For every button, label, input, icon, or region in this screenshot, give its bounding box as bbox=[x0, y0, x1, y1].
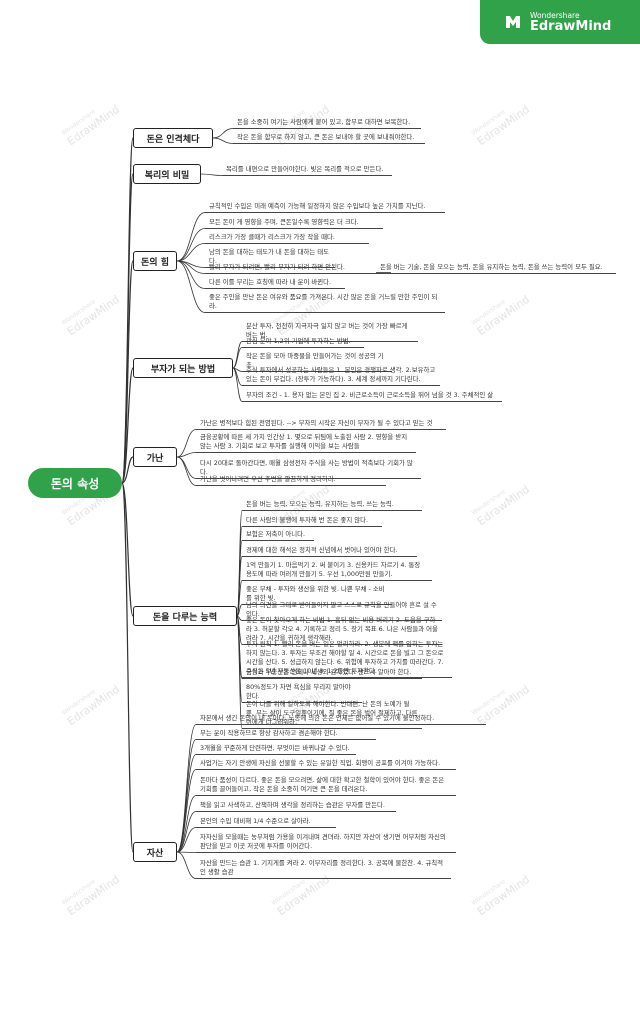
brand-company: Wondershare bbox=[530, 10, 580, 20]
branch-topic[interactable]: 복리의 비밀 bbox=[133, 164, 201, 184]
connector-line bbox=[121, 482, 134, 617]
sub-leaf-topic[interactable]: 돈을 버는 기술, 돈을 모으는 능력, 돈을 유지하는 능력, 돈을 쓰는 능… bbox=[376, 263, 616, 274]
leaf-topic[interactable]: 부자의 조건 - 1. 용자 없는 본인 집 2. 비근로소득이 근로소득을 뛰… bbox=[242, 391, 502, 402]
leaf-topic[interactable]: 복리를 내편으로 만들어야한다. 빚은 복리를 적으로 만든다. bbox=[222, 165, 392, 176]
leaf-topic[interactable]: 자자신을 모을때는 농부처럼 가용을 이겨내며 견뎌라. 하지만 자산이 생기면… bbox=[196, 833, 456, 853]
connector-line bbox=[121, 367, 134, 484]
edrawmind-brand-badge[interactable]: Wondershare EdrawMind bbox=[480, 0, 640, 44]
leaf-topic[interactable]: 돈마다 품성이 다르다. 좋은 돈을 모으려면, 삶에 대한 확고한 철학이 있… bbox=[196, 776, 456, 796]
branch-topic[interactable]: 돈의 힘 bbox=[133, 251, 177, 271]
leaf-topic[interactable]: 남의 의견을 그대로 받아들이지 말고 스스로 규칙을 만들어야 흔로 설 수 … bbox=[242, 601, 442, 621]
leaf-topic[interactable]: 사업가는 자기 안생에 자신을 선물할 수 있는 유일한 직업. 회맹이 공포를… bbox=[196, 759, 456, 770]
connector-line bbox=[176, 754, 197, 853]
connector-line bbox=[121, 260, 134, 484]
connector-line bbox=[212, 128, 234, 139]
connector-line bbox=[176, 851, 197, 853]
leaf-topic[interactable]: 좋은 주인을 만난 돈은 여유와 품요를 가져온다. 시간 많은 돈을 거느릴 … bbox=[205, 293, 445, 313]
connector-line bbox=[236, 604, 243, 617]
leaf-topic[interactable]: 3개월을 꾸준하게 단련하면, 무엇이든 바뀌나갈 수 있다. bbox=[196, 744, 356, 755]
connector-line bbox=[212, 137, 234, 144]
root-topic[interactable]: 돈의 속성 bbox=[28, 468, 122, 498]
leaf-topic[interactable]: 주식 투자에서 성공하는 사람들은 1. 본인은 경쟁자로 생각. 2.보유하고… bbox=[242, 366, 440, 386]
connector-line bbox=[176, 228, 206, 262]
leaf-topic[interactable]: 보험은 저축이 아니다. bbox=[242, 530, 314, 541]
leaf-topic[interactable]: 다시 20대로 돌아간다면, 매월 삼성전자 주식을 사는 방법이 적축보다 기… bbox=[196, 459, 421, 479]
leaf-topic[interactable]: 돈을 버는 능력, 모으는 능력, 유지하는 능력, 쓰는 능력. bbox=[242, 500, 422, 511]
leaf-topic[interactable]: 돈이 나를 위해 일하도록 해야한다. 번대편, 난 돈의 노예가 될 뿐. 부… bbox=[242, 700, 422, 729]
connector-line bbox=[176, 212, 206, 262]
leaf-topic[interactable]: 자본에서 생긴 돈만이 내 돈이다. 노동에 의한 돈은 언제든 없어질 수 있… bbox=[196, 714, 486, 725]
connector-line bbox=[176, 429, 197, 458]
connector-line bbox=[121, 456, 134, 484]
connector-line bbox=[176, 456, 197, 479]
edrawmind-logo-icon bbox=[506, 16, 520, 28]
leaf-topic[interactable]: 규칙적인 수입은 미래 예측이 가능해 일정하지 않은 수입보다 높은 가치를 … bbox=[205, 202, 445, 213]
leaf-topic[interactable]: 좋은 부채 - 투자와 생산을 위한 빚. 나쁜 부채 - 소비를 위한 빚. bbox=[242, 585, 392, 605]
connector-line bbox=[176, 260, 206, 289]
leaf-topic[interactable]: 1억 만들기 1. 마음먹기 2. 써 붙이기 3. 신용카드 자르기 4. 통… bbox=[242, 561, 432, 581]
branch-topic[interactable]: 돈은 인격체다 bbox=[133, 128, 213, 148]
leaf-topic[interactable]: 모든 돈이 게 영향을 주며, 큰돈일수록 영향력은 더 크다. bbox=[205, 218, 383, 229]
leaf-topic[interactable]: 80%정도가 차면 욕심을 부리지 말아야 한다. bbox=[242, 683, 362, 703]
branch-topic[interactable]: 돈을 다루는 능력 bbox=[133, 606, 237, 626]
connector-line bbox=[176, 739, 197, 853]
leaf-topic[interactable]: 작은 돈을 모아 마중물을 만들어가는 것이 성공의 기초. bbox=[242, 352, 392, 372]
branch-topic[interactable]: 부자가 되는 방법 bbox=[133, 358, 233, 378]
connector-line bbox=[176, 456, 197, 486]
leaf-topic[interactable]: 다른 이를 부리는 호칭에 따라 내 운이 바뀐다. bbox=[205, 278, 345, 289]
connector-line bbox=[200, 173, 223, 176]
leaf-topic[interactable]: 분산 투자, 천천히 지극자극 잃지 않고 버는 것이 가장 빠르게 버는 법. bbox=[242, 322, 418, 342]
leaf-topic[interactable]: 경제에 대한 해석은 정치적 신념에서 벗어나 있어야 한다. bbox=[242, 546, 417, 557]
connector-line bbox=[176, 827, 197, 853]
connector-line bbox=[176, 811, 197, 853]
leaf-topic[interactable]: 좋은 돈이 찾아오게 하는 비법 1. 흠뒤 없는 비용 버리기 2. 도움을 … bbox=[242, 616, 442, 645]
leaf-topic[interactable]: 금융과 부동산은 언제나 세상의 감자였다. 반드시 알아야 한다. bbox=[242, 668, 422, 679]
branch-topic[interactable]: 자산 bbox=[133, 842, 177, 862]
leaf-topic[interactable]: 빨리 부자가 되려면, 빨리 부자가 되려 하면 안된다. bbox=[205, 263, 391, 274]
leaf-topic[interactable]: 남의 돈을 대하는 태도가 내 돈을 대하는 태도다. bbox=[205, 248, 335, 268]
leaf-topic[interactable]: 작은 돈을 함부로 하지 않고, 큰 돈은 보내야 할 곳에 보내줘야한다. bbox=[233, 133, 425, 144]
brand-product: EdrawMind bbox=[530, 18, 612, 34]
leaf-topic[interactable]: 돈을 소중히 여기는 사람에게 붙어 있고, 함부로 대하면 보복한다. bbox=[233, 118, 421, 129]
connector-line bbox=[176, 769, 197, 853]
leaf-topic[interactable]: 가난을 벗어나려면 우선 주변을 깔끔하게 정리하라. bbox=[196, 475, 386, 486]
connector-line bbox=[232, 347, 243, 369]
leaf-topic[interactable]: 본인의 수입 대비해 1/4 수준으로 살아라. bbox=[196, 817, 336, 828]
connector-line bbox=[236, 580, 243, 617]
leaf-topic[interactable]: 금융공황에 따른 세 가지 인간상 1. 몇으로 뒤팀에 노출된 사람 2. 영… bbox=[196, 433, 416, 453]
leaf-topic[interactable]: 책을 읽고 사색하고, 산책하며 생각을 정리하는 습관은 부자를 만든다. bbox=[196, 801, 396, 812]
connector-line bbox=[176, 243, 206, 262]
leaf-topic[interactable]: 다른 사람의 불행에 투자해 번 돈은 좋지 않다. bbox=[242, 516, 382, 527]
leaf-topic[interactable]: 리스크가 가장 클때가 리스크가 가장 작을 때다. bbox=[205, 233, 369, 244]
connector-line bbox=[176, 795, 197, 853]
connector-line bbox=[176, 260, 206, 313]
connector-line bbox=[232, 341, 243, 369]
connector-line bbox=[232, 367, 243, 402]
leaf-topic[interactable]: 자산을 만드는 습관 1. 기지게를 켜라 2. 이부자리를 정리한다. 3. … bbox=[196, 859, 451, 879]
leaf-topic[interactable]: 가난은 병적보다 힘된 전염된다. --> 부자의 시작은 자신이 부자가 될 … bbox=[196, 419, 446, 430]
branch-topic[interactable]: 가난 bbox=[133, 447, 177, 467]
leaf-topic[interactable]: 관심 분야 1,2위 기업에 투자하는 방법. bbox=[242, 337, 364, 348]
leaf-topic[interactable]: 부는 운이 작용하므로 항상 감사하고 겸손해야 한다. bbox=[196, 729, 376, 740]
leaf-topic[interactable]: 투자 원칙 1. 빨리 돈을 버는 일은 멀리하라. 2. 생분에 책를 입히는… bbox=[242, 640, 452, 678]
connector-line bbox=[121, 482, 134, 853]
connector-line bbox=[176, 452, 197, 458]
connector-line bbox=[176, 851, 197, 879]
